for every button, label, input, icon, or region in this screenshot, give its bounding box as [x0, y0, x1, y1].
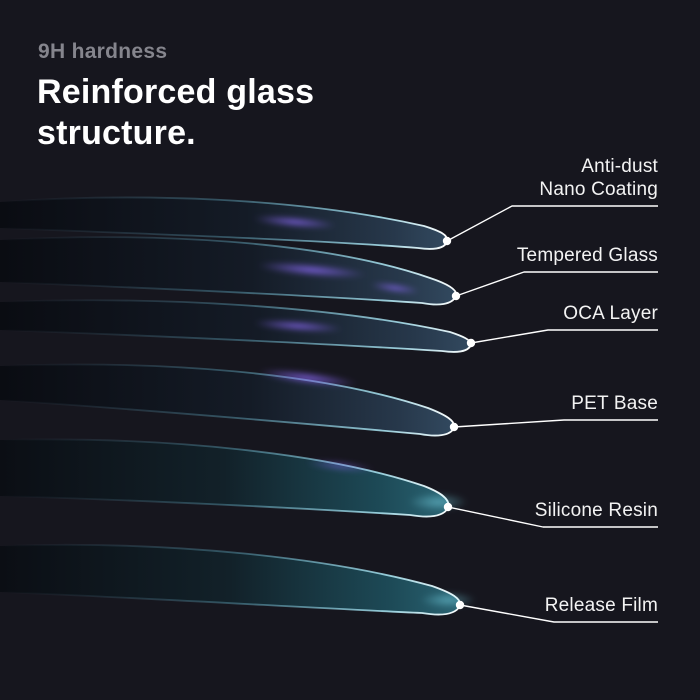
callout-dot-oca-layer: [466, 338, 476, 348]
page-title: Reinforced glass structure.: [37, 72, 314, 154]
eyebrow-text: 9H hardness: [38, 40, 168, 63]
sheet-body: [0, 438, 450, 518]
page-title-line2: structure.: [37, 113, 196, 152]
cyan-corner-glow: [420, 592, 476, 608]
cyan-corner-glow: [408, 493, 468, 511]
callout-line-pet-base: [453, 419, 658, 428]
layer-label-anti-dust-nano-coating: Anti-dust Nano Coating: [539, 155, 658, 201]
layer-label-silicone-resin: Silicone Resin: [534, 500, 658, 522]
callout-line-anti-dust: [446, 205, 658, 242]
layer-sheet-pet-base: [0, 363, 456, 437]
callout-dot-silicone-resin: [443, 502, 453, 512]
callout-line-release-film: [459, 604, 658, 623]
sheet-body: [0, 363, 456, 437]
violet-accent: [253, 215, 337, 229]
sheet-body: [0, 299, 472, 353]
callout-dot-pet-base: [449, 422, 459, 432]
violet-accent: [370, 282, 420, 294]
violet-accent: [257, 262, 367, 278]
callout-dot-tempered-glass: [451, 291, 461, 301]
layer-label-tempered-glass: Tempered Glass: [516, 245, 658, 267]
layer-label-pet-base: PET Base: [571, 393, 658, 415]
violet-accent: [253, 320, 343, 332]
callout-line-tempered-glass: [455, 271, 658, 297]
page-title-line1: Reinforced glass: [37, 73, 315, 111]
layer-sheet-silicone-resin: [0, 438, 468, 518]
layer-label-oca-layer: OCA Layer: [563, 303, 658, 325]
sheet-body: [0, 236, 458, 306]
layer-label-release-film: Release Film: [544, 595, 658, 617]
callout-dot-anti-dust: [442, 236, 452, 246]
callout-dot-release-film: [455, 600, 465, 610]
violet-accent: [258, 369, 358, 387]
callout-line-silicone-resin: [447, 506, 658, 528]
layer-sheet-tempered-glass: [0, 236, 458, 306]
callouts: [442, 205, 658, 623]
sheet-body: [0, 543, 462, 616]
layer-sheet-oca-layer: [0, 299, 472, 353]
callout-line-oca-layer: [470, 329, 658, 344]
violet-accent: [305, 459, 375, 473]
layer-sheet-release-film: [0, 543, 476, 616]
